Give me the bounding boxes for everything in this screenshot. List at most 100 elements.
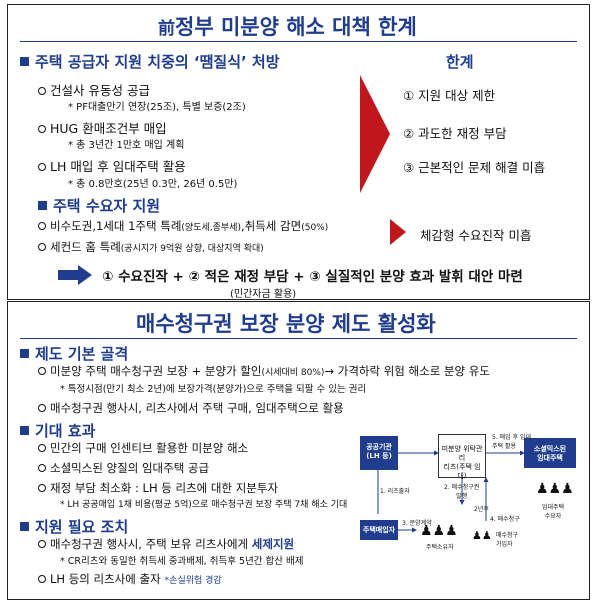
item-text: 재정 부담 최소화 : LH 등 리츠에 대한 지분투자 — [50, 481, 279, 495]
item-text: 매수청구권 행사시, 리츠사에서 주택 구매, 임대주택으로 활용 — [50, 401, 344, 415]
section-effects-label: 기대 효과 — [35, 422, 96, 440]
list-item: 소셜믹스된 양질의 임대주택 공급 — [38, 460, 209, 476]
list-item: 재정 부담 최소화 : LH 등 리츠에 대한 지분투자 — [38, 480, 278, 496]
item-highlight: *손실위험 경감 — [164, 576, 222, 586]
conclusion-note: (민간자금 활용) — [230, 289, 297, 300]
circle-bullet-icon — [38, 367, 46, 375]
tenants-people-icon: ♟♟♟ — [536, 481, 574, 497]
circle-bullet-icon — [38, 243, 46, 251]
circle-bullet-icon — [38, 540, 46, 548]
diagram-arrows — [377, 450, 525, 533]
step4-label: 4. 매수청구 — [490, 516, 520, 523]
item-text: LH 매입 후 임대주택 활용 — [50, 159, 186, 174]
reit-flow-diagram: 공공기관 (LH 등) 미분양 위탁관리 리츠(주택 임대) 소셜믹스된 임대주… — [360, 426, 582, 560]
square-bullet-icon — [20, 522, 29, 531]
buyers-people-icon: ♟♟♟ — [420, 523, 458, 539]
limit-item: ② 과도한 재정 부담 — [403, 126, 507, 141]
list-item: 세컨드 홈 특례(공시지가 9억원 상향, 대상지역 확대) — [38, 239, 264, 255]
item-sub: * CR리츠와 동일한 취득세 중과배제, 취득후 5년간 합산 배제 — [60, 556, 304, 567]
limit-item: ① 지원 대상 제한 — [403, 88, 496, 103]
circle-bullet-icon — [38, 404, 46, 412]
section-demand-label: 주택 수요자 지원 — [53, 197, 161, 215]
limits-header: 한계 — [446, 53, 474, 71]
circle-bullet-icon — [38, 222, 46, 230]
item-sub: * 총 3년간 1만호 매입 계획 — [68, 140, 185, 151]
section-demand: 주택 수요자 지원 — [38, 195, 160, 216]
item-suffix: → 가격하락 위험 해소로 분양 유도 — [324, 364, 490, 378]
item-highlight: 세제지원 — [251, 537, 295, 551]
square-bullet-icon — [20, 426, 29, 435]
item-text: 비수도권,1세대 1주택 특례 — [50, 219, 182, 233]
item-text: 건설사 유동성 공급 — [50, 83, 150, 98]
list-item: LH 등의 리츠사에 출자*손실위험 경감 — [38, 571, 222, 587]
item-text: HUG 환매조건부 매입 — [50, 121, 167, 136]
list-item: 미분양 주택 매수청구권 보장 + 분양가 할인(시세대비 80%)→ 가격하락… — [38, 363, 490, 379]
item-text: 소셜믹스된 양질의 임대주택 공급 — [50, 461, 210, 475]
step2-label: 2. 매수청구권 발행 — [444, 484, 480, 500]
panel1-title: 前정부 미분양 해소 대책 한계 — [158, 11, 417, 41]
tenants-label: 임대주택 수요자 — [542, 504, 565, 520]
item-sub: * LH 공공매입 1채 비용(평균 5억)으로 매수청구권 보장 주택 7채 … — [60, 500, 348, 510]
list-item: 비수도권,1세대 1주택 특례(양도세,종부세),취득세 감면(50%) — [38, 218, 328, 234]
list-item: 건설사 유동성 공급 — [38, 80, 150, 99]
square-bullet-icon — [20, 349, 29, 358]
big-arrow-icon — [360, 75, 390, 193]
square-bullet-icon — [38, 201, 47, 210]
conclusion-arrow-icon — [58, 265, 92, 285]
subscribers-label: 매수청구 가입자 — [496, 532, 519, 548]
panel-prior-policy: 前정부 미분양 해소 대책 한계 주택 공급자 지원 치중의 ‘땜질식’ 처방 … — [7, 4, 590, 300]
item-sub: * PF대출만기 연장(25조), 특별 보증(2조) — [68, 102, 246, 113]
step3-label: 3. 분양계약 — [402, 520, 432, 527]
item-note: (공시지가 9억원 상향, 대상지역 확대) — [120, 244, 264, 254]
circle-bullet-icon — [38, 575, 46, 583]
public-agency-box: 공공기관 (LH 등) — [360, 436, 398, 470]
section-framework: 제도 기본 골격 — [20, 343, 128, 364]
section-measures: 지원 필요 조치 — [20, 516, 128, 537]
panel2-title: 매수청구권 보장 분양 제도 활성화 — [136, 312, 436, 336]
item-suffix: ,취득세 감면 — [240, 219, 302, 233]
section-framework-label: 제도 기본 골격 — [35, 345, 129, 363]
circle-bullet-icon — [38, 484, 46, 492]
square-bullet-icon — [20, 57, 29, 66]
item-text: 미분양 주택 매수청구권 보장 + 분양가 할인 — [50, 364, 262, 378]
limit-demand: 체감형 수요진작 미흡 — [420, 228, 532, 243]
buyers-label: 주택소유자 — [426, 544, 454, 551]
item-text: 매수청구권 행사시, 주택 보유 리츠사에게 — [50, 537, 252, 551]
step1-label: 1. 리츠출자 — [380, 488, 410, 495]
item-sub: * 특정시점(만기 최소 2년)에 보장가격(분양가)으로 주택을 되팔 수 있… — [60, 384, 367, 395]
list-item: HUG 환매조건부 매입 — [38, 118, 167, 137]
circle-bullet-icon — [38, 87, 46, 95]
item-note2: (50%) — [301, 223, 329, 233]
list-item: 민간의 구매 인센티브 활용한 미분양 해소 — [38, 440, 248, 456]
item-note: (시세대비 80%) — [261, 368, 325, 378]
subscribers-people-icon: ♟♟ — [472, 529, 492, 542]
list-item: LH 매입 후 임대주택 활용 — [38, 156, 186, 175]
section-supplier-label: 주택 공급자 지원 치중의 ‘땜질식’ 처방 — [35, 53, 280, 71]
buyer-house-box: 주택매입자 — [360, 520, 398, 540]
step5-label: 5. 매입 후 임대 주택 활용 — [492, 434, 532, 450]
circle-bullet-icon — [38, 125, 46, 133]
years-label: 2년후 — [474, 506, 489, 513]
item-text: 세컨드 홈 특례 — [50, 240, 121, 254]
section-effects: 기대 효과 — [20, 420, 95, 441]
reit-box: 미분양 위탁관리 리츠(주택 임대) — [438, 434, 486, 480]
title-divider — [20, 41, 577, 42]
list-item: 매수청구권 행사시, 리츠사에서 주택 구매, 임대주택으로 활용 — [38, 400, 344, 416]
title-prefix: 前 — [158, 19, 175, 39]
circle-bullet-icon — [38, 444, 46, 452]
small-arrow-icon — [390, 219, 406, 245]
section-measures-label: 지원 필요 조치 — [35, 518, 129, 536]
list-item: 매수청구권 행사시, 주택 보유 리츠사에게 세제지원 — [38, 536, 294, 552]
circle-bullet-icon — [38, 163, 46, 171]
conclusion: ① 수요진작 + ② 적은 재정 부담 + ③ 실질적인 분양 효과 발휘 대안… — [102, 269, 523, 285]
section-supplier: 주택 공급자 지원 치중의 ‘땜질식’ 처방 — [20, 51, 280, 72]
item-note: (양도세,종부세) — [181, 223, 241, 233]
circle-bullet-icon — [38, 464, 46, 472]
item-sub: * 총 0.8만호(25년 0.3만, 26년 0.5만) — [68, 179, 238, 190]
title-main: 정부 미분양 해소 대책 한계 — [175, 15, 417, 39]
limit-item: ③ 근본적인 문제 해결 미흡 — [403, 160, 546, 175]
item-text: LH 등의 리츠사에 출자 — [50, 572, 161, 586]
title-divider — [20, 338, 577, 339]
social-housing-box: 소셜믹스된 임대주택 — [524, 438, 576, 468]
panel-proposal: 매수청구권 보장 분양 제도 활성화 제도 기본 골격 미분양 주택 매수청구권… — [7, 301, 590, 600]
